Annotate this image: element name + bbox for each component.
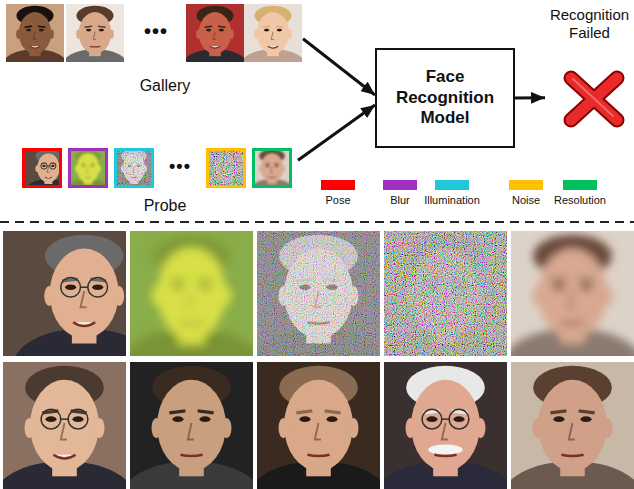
- face-photo: [384, 231, 507, 356]
- legend-label: Illumination: [424, 194, 480, 206]
- face-photo: [3, 231, 126, 356]
- fail-cross: [563, 68, 625, 130]
- face-photo: [252, 148, 292, 188]
- face-photo: [206, 148, 246, 188]
- legend-label: Noise: [512, 194, 540, 206]
- legend-swatch: [435, 180, 469, 190]
- connector-arrow: [303, 39, 375, 95]
- ellipsis-dots: •••: [156, 156, 204, 177]
- face-photo: [68, 148, 108, 188]
- process-box: Face Recognition Model: [375, 48, 515, 148]
- probe-frame: [24, 150, 61, 187]
- face-photo: [22, 148, 62, 188]
- probe-frame: [208, 150, 245, 187]
- face-photo: [3, 362, 126, 489]
- image-group: Gallery: [5, 0, 303, 97]
- probe-frame: [70, 150, 107, 187]
- group-label: Recognition Failed: [545, 6, 634, 42]
- face-photo: [66, 4, 124, 62]
- face-photo: [186, 4, 244, 62]
- connector-arrow: [298, 105, 375, 160]
- image-group: Probe: [18, 144, 298, 218]
- face-photo: [384, 362, 507, 489]
- legend-swatch: [321, 180, 355, 190]
- connector-arrow: [515, 96, 545, 99]
- face-photo: [257, 362, 380, 489]
- face-photo: [511, 362, 634, 489]
- face-photo: [257, 231, 380, 356]
- face-photo: [130, 231, 253, 356]
- face-photo: [244, 4, 302, 62]
- face-photo: [130, 362, 253, 489]
- legend-label: Pose: [325, 194, 350, 206]
- probe-frame: [254, 150, 291, 187]
- legend-label: Resolution: [554, 194, 606, 206]
- face-photo: [114, 148, 154, 188]
- group-label: Probe: [130, 196, 200, 215]
- legend-swatch: [509, 180, 543, 190]
- dashed-separator: [0, 221, 634, 223]
- legend-label: Blur: [390, 194, 410, 206]
- legend-swatch: [383, 180, 417, 190]
- legend-swatch: [563, 180, 597, 190]
- box-label: Face Recognition Model: [389, 67, 501, 128]
- probe-frame: [116, 150, 153, 187]
- group-label: Gallery: [125, 76, 205, 95]
- face-photo: [6, 4, 64, 62]
- result-node: Recognition Failed: [545, 6, 634, 130]
- ellipsis-dots: •••: [128, 20, 184, 43]
- face-photo: [511, 231, 634, 356]
